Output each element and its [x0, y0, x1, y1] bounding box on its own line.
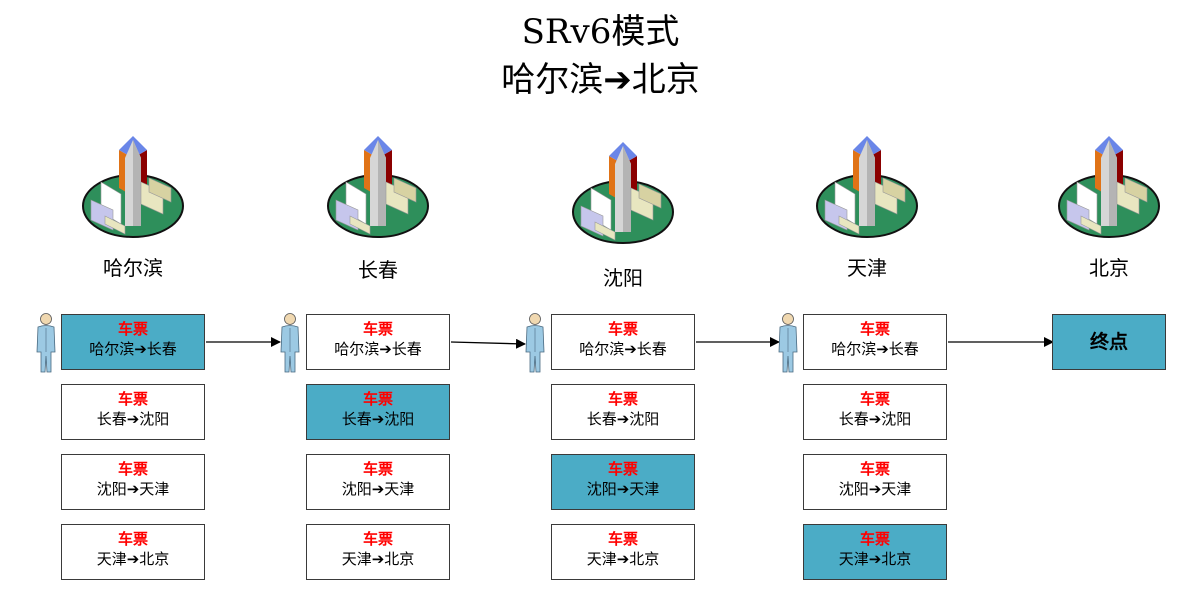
ticket-box: 车票哈尔滨➔长春	[306, 314, 450, 370]
ticket-box: 车票天津➔北京	[803, 524, 947, 580]
ticket-route: 长春➔沈阳	[838, 410, 912, 428]
diagram-title: SRv6模式	[521, 12, 680, 52]
ticket-label: 车票	[859, 530, 890, 548]
city-building-icon	[1057, 130, 1161, 242]
ticket-box: 车票长春➔沈阳	[61, 384, 205, 440]
ticket-route: 沈阳➔天津	[341, 480, 415, 498]
ticket-box: 车票哈尔滨➔长春	[551, 314, 695, 370]
ticket-route: 天津➔北京	[838, 550, 912, 568]
city-building-icon	[815, 130, 919, 242]
ticket-box: 车票沈阳➔天津	[551, 454, 695, 510]
ticket-route: 哈尔滨➔长春	[831, 340, 919, 358]
city-label: 沈阳	[603, 266, 643, 290]
city-label: 天津	[847, 256, 887, 280]
ticket-label: 车票	[362, 320, 393, 338]
ticket-label: 车票	[362, 390, 393, 408]
traveler-person-icon	[777, 312, 799, 374]
ticket-box: 车票长春➔沈阳	[803, 384, 947, 440]
ticket-box: 车票天津➔北京	[61, 524, 205, 580]
ticket-box: 车票哈尔滨➔长春	[61, 314, 205, 370]
diagram-subtitle: 哈尔滨➔北京	[501, 60, 700, 100]
ticket-route: 长春➔沈阳	[341, 410, 415, 428]
ticket-box: 车票长春➔沈阳	[306, 384, 450, 440]
ticket-label: 车票	[117, 320, 148, 338]
city-building-icon	[571, 136, 675, 248]
ticket-box: 车票沈阳➔天津	[61, 454, 205, 510]
city-label: 长春	[358, 258, 398, 282]
ticket-route: 哈尔滨➔长春	[579, 340, 667, 358]
city-label: 北京	[1089, 256, 1129, 280]
ticket-route: 沈阳➔天津	[586, 480, 660, 498]
traveler-person-icon	[279, 312, 301, 374]
arrow-changchun-shenyang	[450, 338, 526, 349]
ticket-box: 车票天津➔北京	[551, 524, 695, 580]
traveler-person-icon	[524, 312, 546, 374]
city-building-icon	[326, 130, 430, 242]
ticket-label: 车票	[607, 530, 638, 548]
ticket-route: 长春➔沈阳	[96, 410, 170, 428]
ticket-label: 车票	[607, 390, 638, 408]
ticket-route: 哈尔滨➔长春	[334, 340, 422, 358]
ticket-route: 哈尔滨➔长春	[89, 340, 177, 358]
ticket-box: 车票沈阳➔天津	[803, 454, 947, 510]
ticket-label: 车票	[117, 390, 148, 408]
ticket-label: 车票	[607, 320, 638, 338]
ticket-route: 天津➔北京	[96, 550, 170, 568]
city-building-icon	[81, 130, 185, 242]
ticket-label: 车票	[607, 460, 638, 478]
ticket-label: 车票	[859, 390, 890, 408]
ticket-label: 车票	[362, 530, 393, 548]
ticket-label: 车票	[362, 460, 393, 478]
ticket-box: 车票哈尔滨➔长春	[803, 314, 947, 370]
ticket-route: 长春➔沈阳	[586, 410, 660, 428]
ticket-route: 天津➔北京	[341, 550, 415, 568]
ticket-label: 车票	[117, 460, 148, 478]
traveler-person-icon	[35, 312, 57, 374]
ticket-label: 车票	[859, 320, 890, 338]
ticket-route: 天津➔北京	[586, 550, 660, 568]
city-label: 哈尔滨	[103, 256, 163, 280]
ticket-box: 车票长春➔沈阳	[551, 384, 695, 440]
end-box: 终点	[1052, 314, 1166, 370]
ticket-route: 沈阳➔天津	[96, 480, 170, 498]
ticket-label: 车票	[859, 460, 890, 478]
ticket-label: 车票	[117, 530, 148, 548]
ticket-box: 车票天津➔北京	[306, 524, 450, 580]
ticket-route: 沈阳➔天津	[838, 480, 912, 498]
ticket-box: 车票沈阳➔天津	[306, 454, 450, 510]
